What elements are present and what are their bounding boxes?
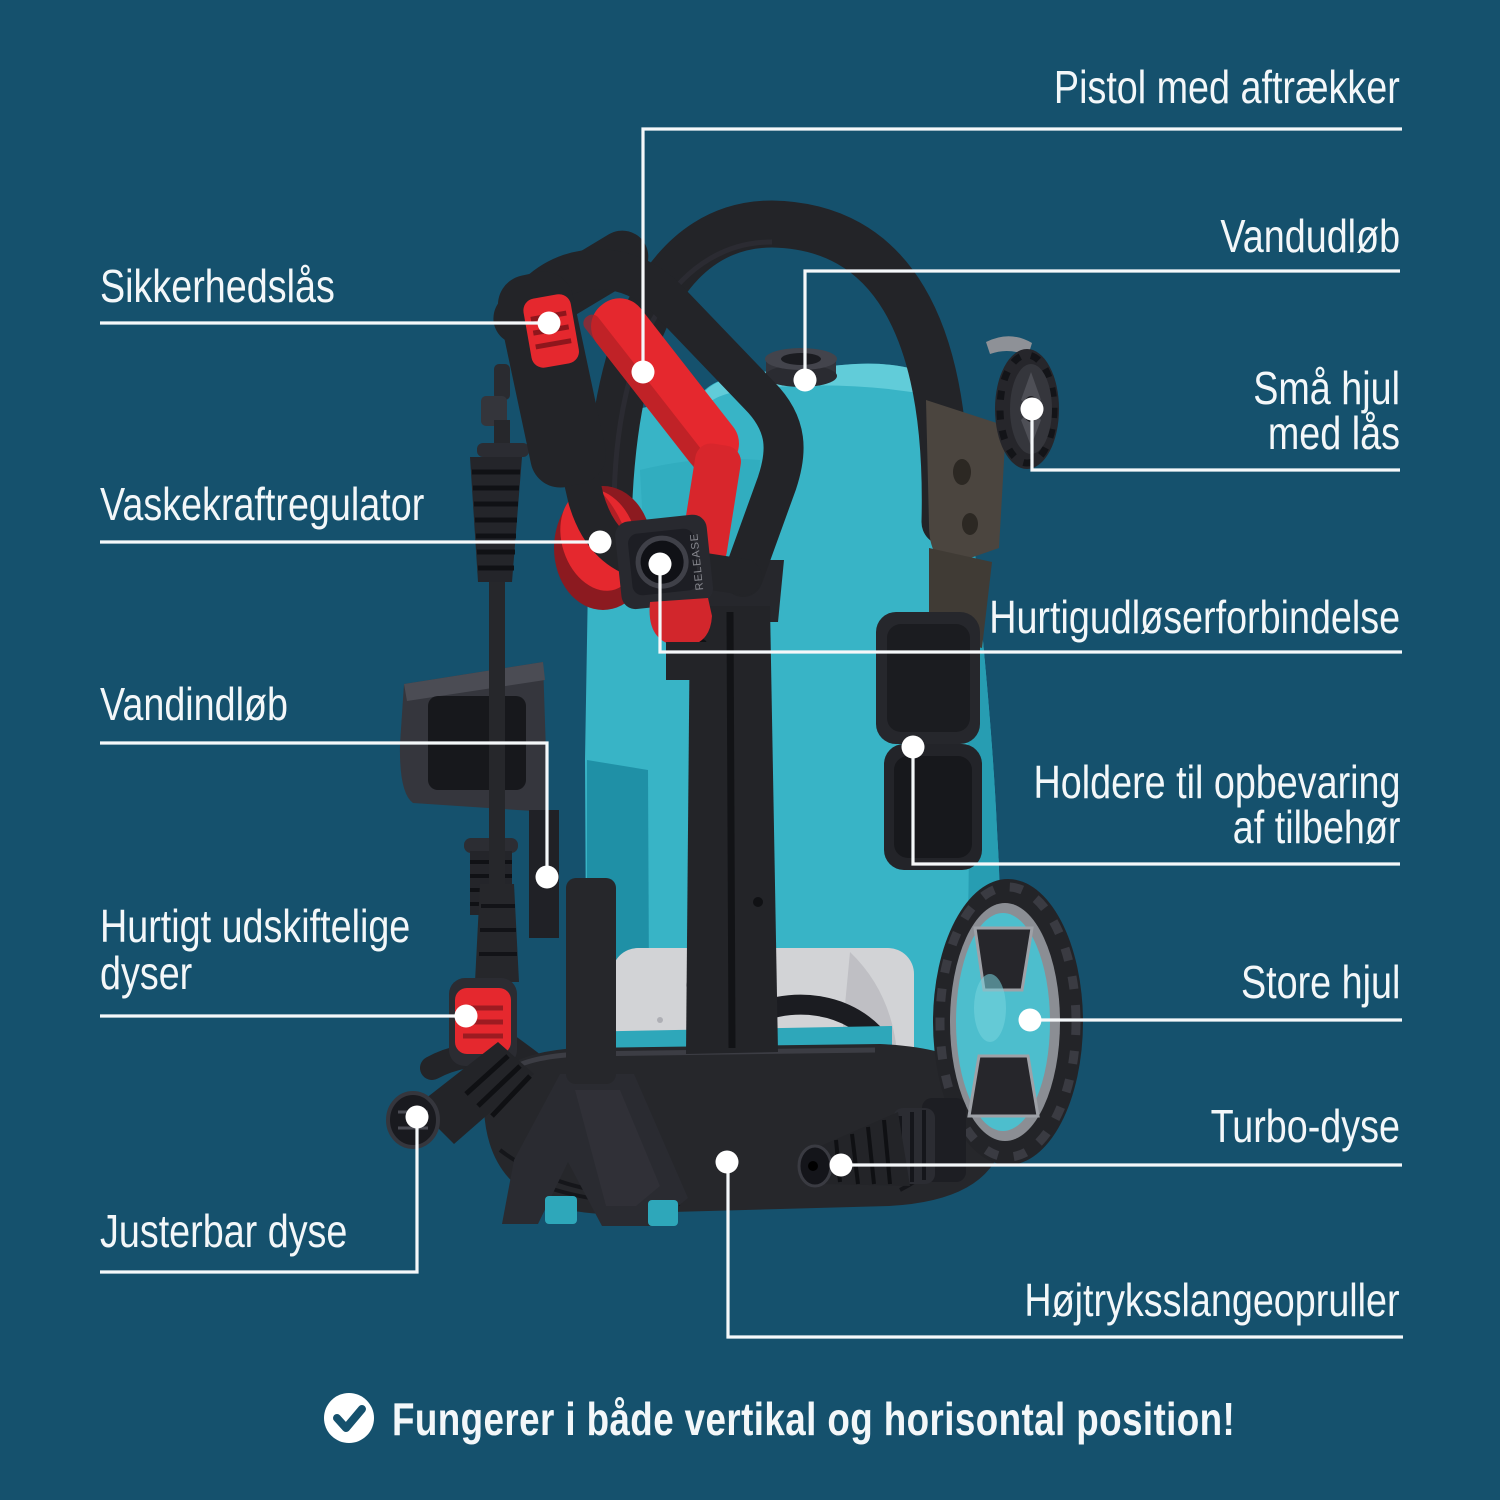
callout-line-smaa-hjul-med-laas — [1030, 411, 1400, 472]
label-hurtigudloeserforbindelse: Hurtigudløserforbindelse — [989, 594, 1400, 641]
gun-frame-top — [515, 249, 804, 597]
callout-dot-hurtigt-udskiftelige-dyser — [454, 1004, 478, 1028]
callout-dot-turbo-dyse — [829, 1153, 853, 1177]
label-sikkerhedslaas: Sikkerhedslås — [100, 263, 335, 310]
callout-dot-vaskekraftregulator — [588, 530, 612, 554]
label-text: Sikkerhedslås — [100, 260, 335, 312]
callout-dot-justerbar-dyse — [405, 1105, 429, 1129]
label-hoejtryksslangeopruller: Højtryksslangeopruller — [1025, 1277, 1400, 1324]
spray-lance — [470, 364, 529, 982]
big-wheel — [933, 879, 1083, 1165]
label-pistol-med-aftraekker: Pistol med aftrækker — [1054, 64, 1400, 111]
callout-dot-vandudloeb — [793, 368, 817, 392]
label-text: Vaskekraftregulator — [100, 478, 425, 530]
callout-line-vandudloeb — [803, 269, 1400, 378]
label-text: Hurtigudløserforbindelse — [989, 591, 1400, 643]
label-text: med lås — [1267, 407, 1400, 459]
label-holdere-til-opbevaring: Holdere til opbevaring af tilbehør — [1033, 756, 1400, 853]
callout-dot-smaa-hjul-med-laas — [1020, 397, 1044, 421]
gun-left-slab — [497, 271, 606, 488]
spray-gun: RELEASE — [493, 230, 804, 680]
callout-lines — [100, 127, 1403, 1339]
label-text: Store hjul — [1240, 956, 1400, 1008]
base-foot — [502, 1074, 688, 1226]
label-text: dyser — [100, 947, 193, 999]
label-text: Turbo-dyse — [1210, 1100, 1400, 1152]
callout-dot-holdere-til-opbevaring — [901, 735, 925, 759]
label-vandudloeb: Vandudløb — [1220, 213, 1400, 260]
label-text: af tilbehør — [1232, 801, 1400, 853]
label-hurtigt-udskiftelige-dyser: Hurtigt udskiftelige dyser — [100, 903, 410, 997]
callout-dot-hurtigudloeserforbindelse — [648, 552, 672, 576]
label-text: Holdere til opbevaring — [1033, 756, 1400, 808]
label-text: Pistol med aftrækker — [1054, 61, 1400, 113]
label-text: Vandudløb — [1220, 210, 1400, 262]
label-turbo-dyse: Turbo-dyse — [1211, 1103, 1400, 1150]
callout-line-pistol-med-aftraekker — [641, 127, 1402, 370]
water-outlet-cap — [765, 348, 837, 387]
label-justerbar-dyse: Justerbar dyse — [100, 1208, 347, 1255]
callout-line-justerbar-dyse — [100, 1119, 419, 1274]
check-circle-icon — [324, 1393, 374, 1443]
gun-outlet-elbow — [649, 598, 712, 647]
adjustable-nozzle — [386, 1042, 534, 1149]
label-vaskekraftregulator: Vaskekraftregulator — [100, 481, 424, 528]
label-text: Hurtigt udskiftelige — [100, 900, 411, 952]
label-text: Justerbar dyse — [100, 1205, 348, 1257]
callout-line-hurtigudloeserforbindelse — [658, 566, 1402, 654]
label-smaa-hjul-med-laas: Små hjul med lås — [1253, 362, 1400, 459]
callout-dots — [405, 311, 1044, 1177]
callout-dot-vandindloeb — [535, 865, 559, 889]
callout-line-hoejtryksslangeopruller — [726, 1164, 1403, 1339]
label-text: Små hjul — [1253, 362, 1400, 414]
trigger — [583, 298, 739, 480]
callout-dot-hoejtryksslangeopruller — [715, 1150, 739, 1174]
gun-outlet-stem — [666, 642, 714, 680]
callout-dot-sikkerhedslaas — [537, 311, 561, 335]
callout-dot-pistol-med-aftraekker — [631, 360, 655, 384]
label-store-hjul: Store hjul — [1241, 959, 1400, 1006]
footer-claim: Fungerer i både vertikal og horisontal p… — [392, 1393, 1236, 1445]
label-text: Højtryksslangeopruller — [1024, 1274, 1400, 1326]
label-text: Vandindløb — [100, 678, 289, 730]
label-vandindloeb: Vandindløb — [100, 681, 288, 728]
callout-dot-store-hjul — [1018, 1008, 1042, 1032]
callout-line-holdere-til-opbevaring — [911, 749, 1400, 866]
callout-line-vandindloeb — [100, 741, 549, 877]
